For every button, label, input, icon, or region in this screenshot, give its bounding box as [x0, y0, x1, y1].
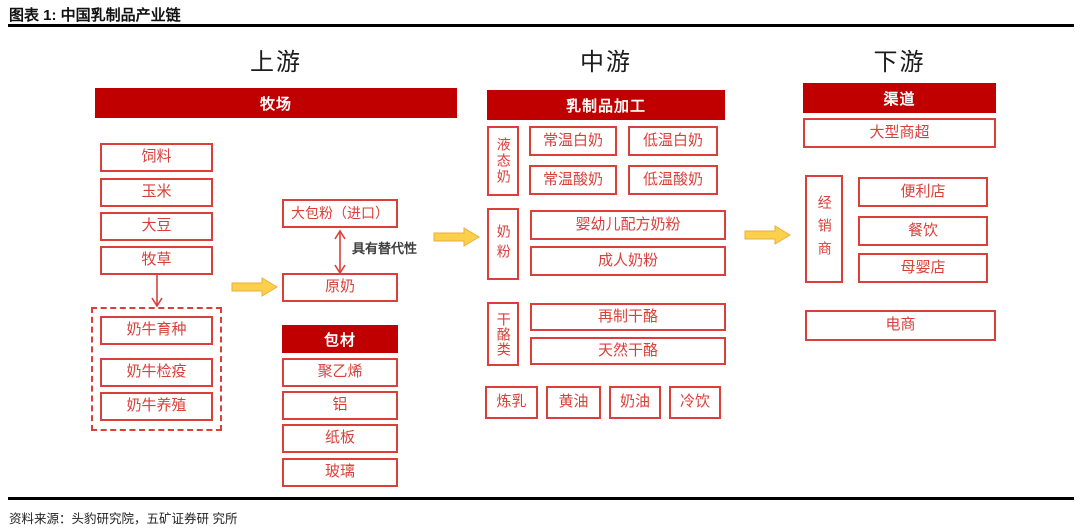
- box-bulk-powder: 大包粉（进口）: [282, 199, 398, 228]
- box-convenience-store: 便利店: [858, 177, 988, 207]
- box-distributor-label: 经销商: [805, 175, 843, 283]
- box-ecommerce: 电商: [805, 310, 996, 341]
- box-condensed-milk: 炼乳: [485, 386, 538, 419]
- down-arrow-icon: [151, 275, 163, 308]
- header-ranch: 牧场: [95, 88, 457, 118]
- header-dairy-processing: 乳制品加工: [487, 90, 725, 120]
- box-milk-powder-label: 奶粉: [487, 208, 519, 280]
- section-label-upstream: 上游: [250, 49, 302, 76]
- section-label-downstream: 下游: [873, 49, 926, 76]
- box-cold-drinks: 冷饮: [669, 386, 721, 419]
- box-cheese-label: 干酪类: [487, 302, 519, 366]
- box-butter: 黄油: [546, 386, 601, 419]
- header-channels: 渠道: [803, 83, 996, 113]
- flow-arrow-right-icon: [744, 225, 791, 245]
- flow-arrow-right-icon: [433, 227, 480, 247]
- box-chilled-white-milk: 低温白奶: [628, 126, 718, 156]
- double-arrow-icon: [334, 229, 346, 275]
- flow-arrow-right-icon: [231, 277, 278, 297]
- cattle-dashed-group: [91, 307, 222, 431]
- box-polyethylene: 聚乙烯: [282, 358, 398, 387]
- box-raw-milk: 原奶: [282, 273, 398, 302]
- bottom-divider: [8, 497, 1074, 500]
- box-processed-cheese: 再制干酪: [530, 303, 726, 331]
- top-divider: [8, 24, 1074, 27]
- substitute-note: 具有替代性: [352, 241, 418, 256]
- box-natural-cheese: 天然干酪: [530, 337, 726, 365]
- source-note: 资料来源：头豹研究院，五矿证券研 究所: [9, 512, 238, 526]
- box-ambient-yogurt: 常温酸奶: [529, 165, 617, 195]
- box-glass: 玻璃: [282, 458, 398, 487]
- box-mother-baby-store: 母婴店: [858, 253, 988, 283]
- section-label-midstream: 中游: [580, 49, 632, 76]
- box-catering: 餐饮: [858, 216, 988, 246]
- box-cattle-breeding: 奶牛育种: [100, 316, 213, 345]
- page-title: 图表 1: 中国乳制品产业链: [9, 7, 181, 24]
- header-packaging: 包材: [282, 325, 398, 353]
- box-chilled-yogurt: 低温酸奶: [628, 165, 718, 195]
- box-aluminum: 铝: [282, 391, 398, 420]
- box-ambient-white-milk: 常温白奶: [529, 126, 617, 156]
- box-soybean: 大豆: [100, 212, 213, 241]
- box-cattle-quarantine: 奶牛检疫: [100, 358, 213, 387]
- box-adult-milk-powder: 成人奶粉: [530, 246, 726, 276]
- box-cardboard: 纸板: [282, 424, 398, 453]
- box-corn: 玉米: [100, 178, 213, 207]
- box-cattle-farming: 奶牛养殖: [100, 392, 213, 421]
- box-liquid-milk-label: 液态奶: [487, 126, 519, 196]
- box-pasture: 牧草: [100, 246, 213, 275]
- box-supermarket: 大型商超: [803, 118, 996, 148]
- box-feed: 饲料: [100, 143, 213, 172]
- box-infant-formula: 婴幼儿配方奶粉: [530, 210, 726, 240]
- box-cream: 奶油: [609, 386, 661, 419]
